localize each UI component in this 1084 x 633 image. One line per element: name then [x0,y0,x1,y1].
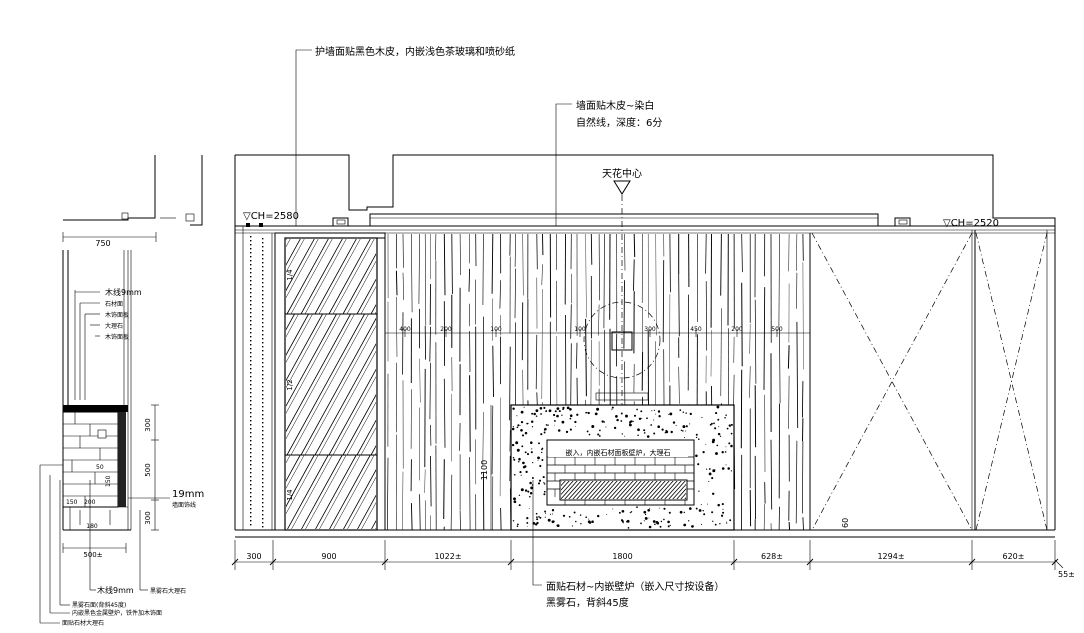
section-note-1: 木线9mm [105,287,142,297]
section-dim-50: 50 [96,464,104,471]
bottom-dim-label: 628± [761,552,783,561]
main-elevation: ▽CH=2580 ▽CH=2520 1/4 1/2 1/4 400 200 100 1… [147,45,1075,609]
section-note-5: 木饰面板 [105,333,129,341]
inline-dim-label: 400 [399,326,411,333]
section-note-4: 大理石 [105,322,123,330]
section-note-19mm: 19mm [172,489,204,500]
inline-dim-label: 100 [574,326,586,333]
dim-750: 750 [95,239,110,248]
section-v-300a: 300 [144,418,152,431]
section-dim-150: 150 [105,475,112,487]
inline-dim-label: 200 [440,326,452,333]
bottom-dim-label: 1294± [877,552,904,561]
section-b5: 面贴石材大理石 [62,619,104,627]
dot-column [250,236,263,527]
section-b2: 黑雾石大理石 [150,587,186,595]
level-left: ▽CH=2580 [243,211,299,222]
section-view: 750 木线9mm 石材面 木饰面板 大理石 木饰面板 [40,155,204,627]
inline-dim-label: 100 [490,326,502,333]
base-dim: 60 [841,518,850,528]
inline-dim-label: 200 [731,326,743,333]
dim-extra: 55± [1058,570,1075,579]
glass-dim-2: 1/2 [286,379,294,390]
bottom-dimension-row: 300 900 1022± 1800 628± 1294± 620± [232,540,1058,570]
section-note-3: 木饰面板 [105,311,129,319]
section-dim-500: 500± [83,551,102,559]
glass-dim-1: 1/4 [286,269,294,281]
annotation-bottom-2: 黑雾石，背斜45度 [546,596,629,609]
insert-label: 嵌入，内嵌石材面板壁炉，大理石 [566,448,671,457]
ceiling-center-label: 天花中心 [602,167,642,180]
bottom-dim-label: 300 [246,552,261,561]
glass-dim-3: 1/4 [286,489,294,501]
section-dim-150b: 150 [66,499,78,506]
bottom-dim-label: 1800 [612,552,632,561]
section-v-300b: 300 [144,511,152,524]
fireplace-height: 1100 [480,460,489,480]
inline-dim-label: 450 [690,326,702,333]
annotation-bottom-1: 面贴石材~内嵌壁炉（嵌入尺寸按设备） [546,580,724,593]
annotation-wall-1: 墙面贴木皮~染白 [576,99,654,112]
annotation-wall-2: 自然线，深度：6分 [576,116,662,129]
annotation-top-left: 护墙面贴黑色木皮，内嵌浅色茶玻璃和喷砂纸 [315,45,515,58]
section-b4: 内嵌黑色金属壁炉，铁件加木饰面 [72,609,162,617]
section-b1: 木线9mm [97,585,134,595]
inline-dim-label: 500 [771,326,783,333]
section-dim-180: 180 [86,523,98,530]
section-v-500: 500 [144,463,152,476]
inline-dim-label: 300 [644,326,656,333]
section-b3: 黑雾石面(背斜45度) [72,601,126,609]
level-right: ▽CH=2520 [943,218,999,229]
bottom-dim-label: 620± [1003,552,1025,561]
section-note-wall: 墙面饰线 [172,501,196,509]
bottom-dim-label: 900 [321,552,336,561]
section-note-2: 石材面 [105,300,123,308]
bottom-dim-label: 1022± [434,552,461,561]
